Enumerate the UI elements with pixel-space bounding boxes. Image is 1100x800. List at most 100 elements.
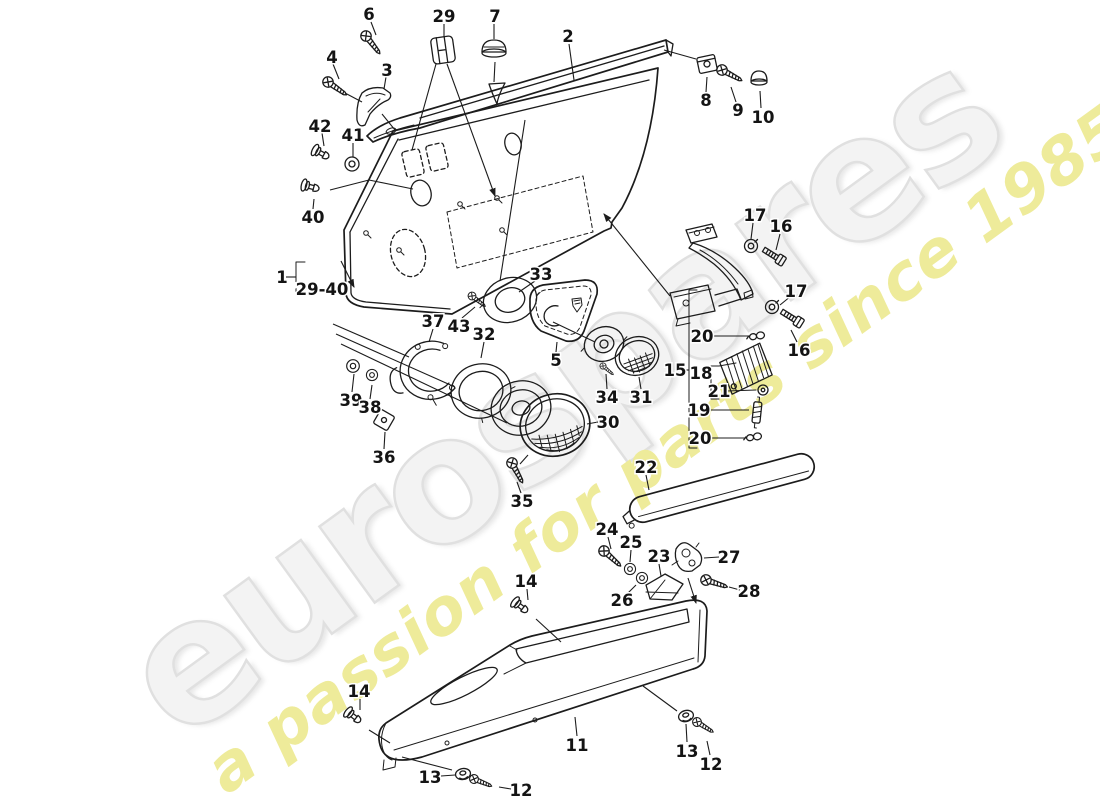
part-label-31: 31: [630, 388, 653, 407]
leader-line: [607, 536, 612, 550]
part-label-20: 20: [689, 429, 712, 448]
leader-line: [779, 295, 792, 306]
screw-12-bottom: [467, 772, 494, 791]
part-label-6: 6: [363, 5, 374, 24]
part-label-14: 14: [515, 572, 538, 591]
leader-line: [340, 343, 508, 424]
trim-piece-3: [356, 86, 392, 127]
part-label-2: 2: [562, 27, 573, 46]
part-label-24: 24: [596, 520, 619, 539]
screw-6: [358, 28, 385, 58]
leader-line: [759, 90, 762, 109]
clip-8: [696, 54, 718, 74]
leader-line: [369, 384, 373, 400]
leader-line: [368, 729, 391, 744]
leader-line: [411, 63, 437, 151]
leader-line: [383, 431, 386, 450]
leader-line: [605, 373, 608, 390]
leader-line: [383, 76, 387, 90]
bolt-16-lower: [778, 306, 806, 330]
leader-line: [351, 373, 355, 393]
leader-line: [568, 43, 575, 81]
leader-line: [499, 119, 526, 282]
part-label-12: 12: [700, 755, 723, 774]
part-label-37: 37: [422, 312, 445, 331]
part-label-1: 1: [276, 268, 287, 287]
part-label-5: 5: [550, 351, 561, 370]
leader-line: [603, 213, 671, 297]
leader-line: [446, 63, 496, 198]
leader-line: [381, 113, 396, 131]
part-label-39: 39: [340, 391, 363, 410]
leader-line: [344, 92, 363, 103]
part-label-28: 28: [738, 582, 761, 601]
leader-line: [332, 63, 340, 80]
leader-line: [493, 61, 496, 83]
cap-7: [481, 39, 507, 58]
leader-line: [658, 563, 662, 577]
part-label-30: 30: [597, 413, 620, 432]
leader-line: [312, 198, 315, 210]
part-label-18: 18: [690, 364, 713, 383]
leader-line: [480, 341, 485, 359]
clip-29: [430, 35, 456, 65]
storage-pocket-11: [378, 599, 708, 771]
part-label-40: 40: [302, 208, 325, 227]
screw-28: [698, 572, 730, 593]
leader-line: [574, 716, 578, 737]
circlip-21: [757, 384, 769, 396]
part-label-32: 32: [473, 325, 496, 344]
spring-pin-19: [751, 396, 763, 429]
part-label-25: 25: [620, 533, 643, 552]
grommet-13-bottom: [454, 766, 472, 782]
leader-line: [790, 329, 798, 343]
leader-line: [498, 786, 512, 790]
leader-line: [461, 306, 476, 319]
leader-line: [370, 21, 377, 36]
part-label-42: 42: [309, 117, 332, 136]
leader-line: [775, 233, 781, 251]
leader-line: [368, 179, 414, 190]
part-label-8: 8: [700, 91, 711, 110]
part-label-13: 13: [676, 742, 699, 761]
part-label-12: 12: [510, 781, 533, 800]
part-label-36: 36: [373, 448, 396, 467]
label-brace-15: [688, 289, 698, 449]
leader-line: [440, 774, 456, 777]
wedge-23: [645, 573, 684, 601]
part-label-27: 27: [718, 548, 741, 567]
grommet-13-right: [676, 708, 696, 724]
washer-17-lower: [764, 299, 780, 315]
part-label-41: 41: [342, 126, 365, 145]
part-label-15: 15: [664, 361, 687, 380]
armrest-bracket-15: [669, 223, 754, 327]
leader-line: [703, 556, 720, 559]
leader-line: [663, 49, 697, 60]
nut-38: [365, 368, 379, 382]
door-release-bezel-18: [719, 342, 773, 395]
screw-12-right: [690, 715, 717, 737]
part-label-34: 34: [596, 388, 619, 407]
pin-20-upper: [745, 330, 766, 342]
part-label-17: 17: [744, 206, 767, 225]
leader-line: [519, 454, 529, 465]
label-brace-18: [706, 362, 757, 400]
nut-39: [346, 359, 360, 373]
grommet-seat-on-strip: [488, 82, 506, 105]
part-label-16: 16: [770, 217, 793, 236]
label-bracket-1: [295, 261, 306, 297]
screw-43: [466, 290, 489, 310]
leader-line: [518, 280, 536, 293]
armrest-pad-22: [622, 452, 816, 529]
part-label-43: 43: [448, 317, 471, 336]
leader-line: [750, 222, 754, 240]
part-label-26: 26: [611, 591, 634, 610]
leader-line: [638, 376, 642, 390]
part-label-16: 16: [788, 341, 811, 360]
part-label-11: 11: [566, 736, 589, 755]
leader-line: [627, 584, 637, 594]
speaker-grille-31: [614, 335, 660, 377]
tweeter-34: [580, 325, 628, 363]
panel-clip-marks: [363, 195, 508, 256]
